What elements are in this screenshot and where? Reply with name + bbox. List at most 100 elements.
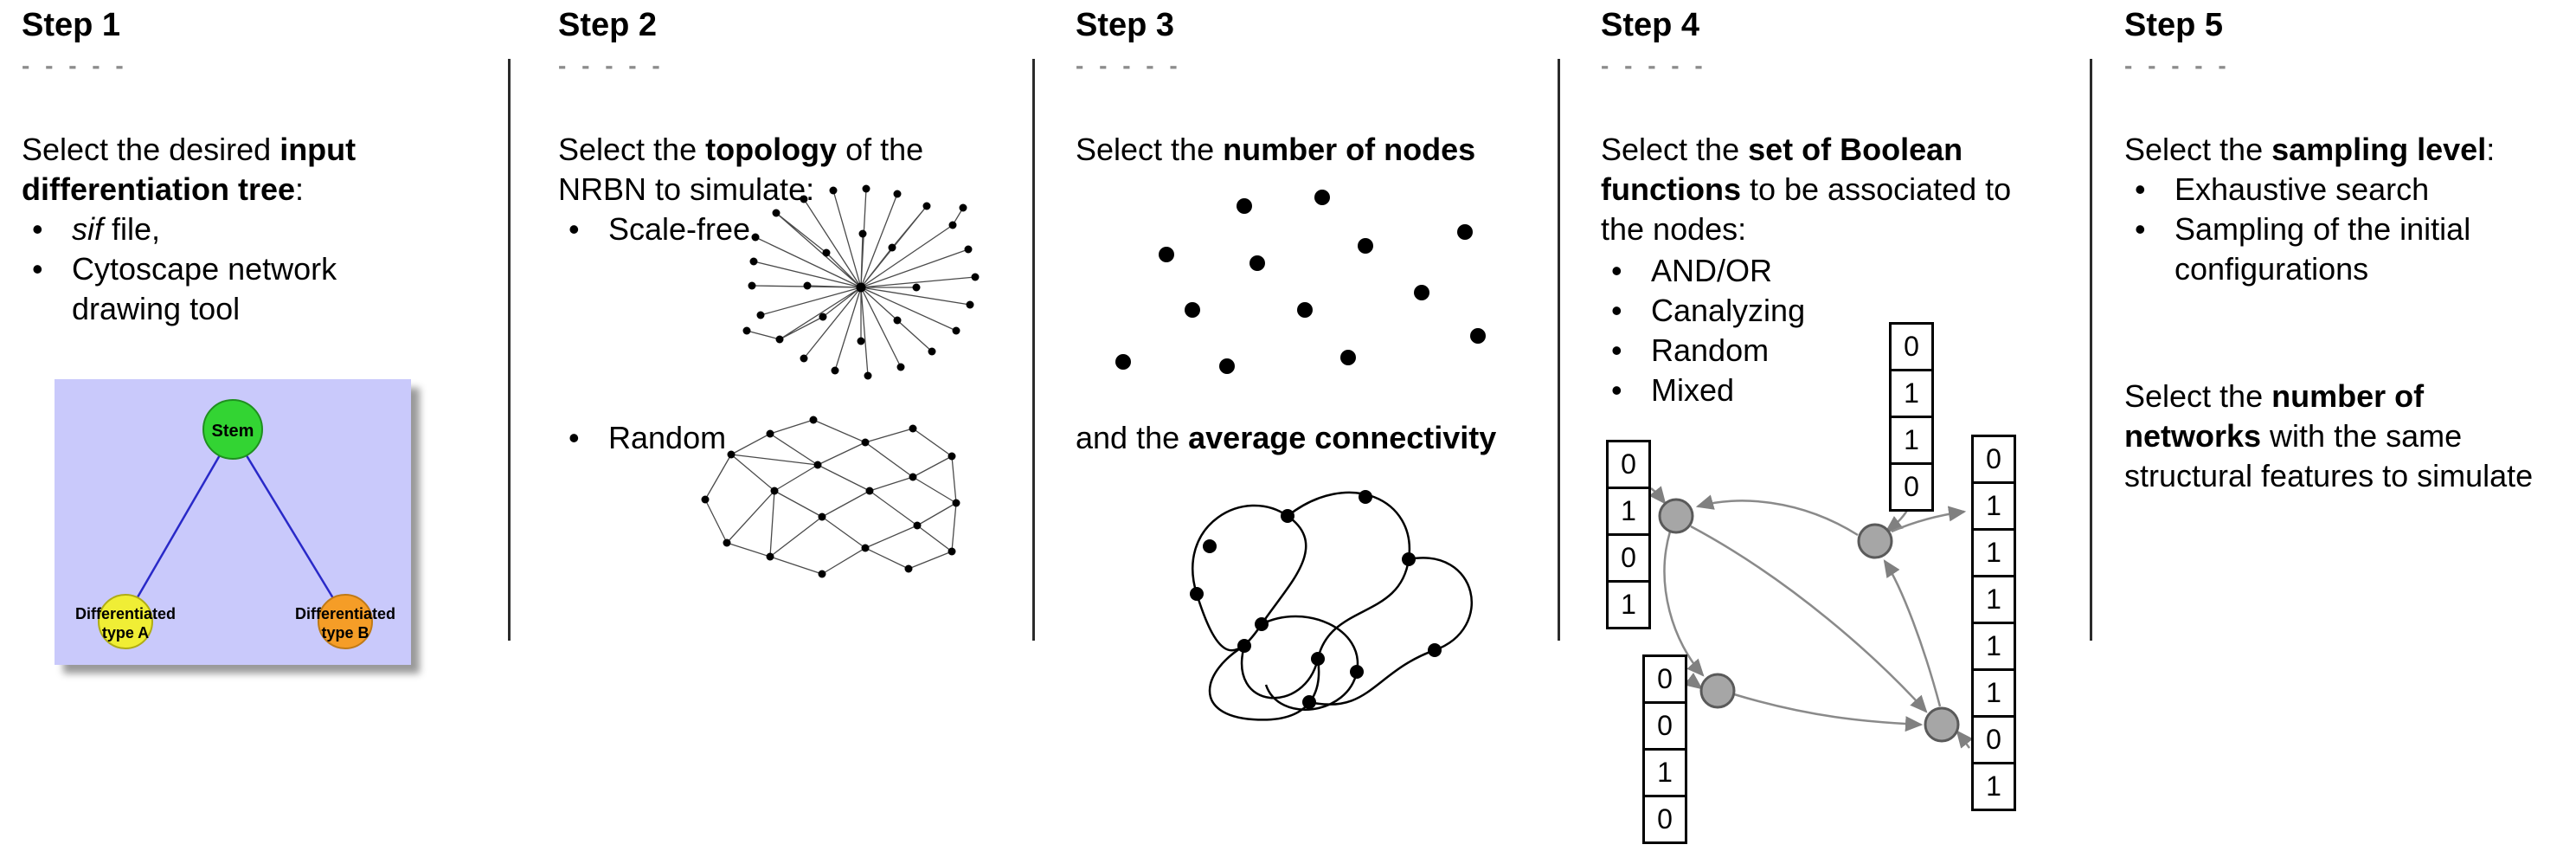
list-item-text: Random: [1651, 332, 1770, 368]
bullet-marker: •: [569, 211, 580, 247]
type-a-label-line1: Differentiated: [75, 605, 176, 622]
truth-table-cell: 0: [1606, 533, 1651, 583]
list-item: • Exhaustive search: [2124, 170, 2561, 210]
bullet-marker: •: [32, 211, 43, 247]
stem-label: Stem: [212, 422, 254, 441]
text: Select the: [558, 132, 706, 167]
truth-table-cell: 0: [1606, 440, 1651, 489]
text-italic: sif: [72, 211, 103, 247]
text-bold: number of nodes: [1223, 132, 1476, 167]
text: with the same structural features to sim…: [2124, 418, 2534, 493]
truth-table-cell: 1: [1642, 748, 1687, 797]
list-item-text: Exhaustive search: [2175, 171, 2430, 207]
bullet-marker: •: [1611, 372, 1622, 408]
list-item-text: Sampling of the initial configurations: [2175, 211, 2471, 287]
truth-table-cell: 0: [1971, 715, 2016, 764]
truth-table-cell: 0: [1889, 322, 1934, 371]
truth-table-cell: 1: [1971, 575, 2016, 624]
bullet-marker: •: [1611, 332, 1622, 368]
type-b-label-line1: Differentiated: [295, 605, 395, 622]
step-4-title: Step 4: [1601, 7, 1700, 43]
step-5-column: Step 5 - - - - - Select the sampling lev…: [2124, 0, 2567, 851]
text-bold: input differentiation tree: [22, 132, 357, 207]
differentiation-tree-svg: Stem Differentiated type A Differentiate…: [75, 399, 395, 649]
type-b-label-line2: type B: [321, 624, 369, 641]
differentiation-tree-illustration: Stem Differentiated type A Differentiate…: [55, 379, 411, 665]
bullet-marker: •: [2135, 211, 2146, 247]
list-item-text: AND/OR: [1651, 253, 1773, 288]
type-a-node: [98, 594, 153, 649]
truth-table-cell: 0: [1642, 654, 1687, 704]
list-item-text: Scale-free: [608, 211, 751, 247]
boolean-function-options: • AND/OR • Canalyzing • Random • Mixed: [1601, 251, 1886, 410]
step-4-column: Step 4 - - - - - Select the set of Boole…: [1601, 0, 2085, 851]
truth-table-cell: 1: [1889, 369, 1934, 418]
tree-edges: [124, 432, 347, 619]
type-a-label-line2: type A: [102, 624, 149, 641]
truth-table-cell: 1: [1606, 487, 1651, 536]
bullet-marker: •: [32, 251, 43, 287]
step-5-title: Step 5: [2124, 7, 2224, 43]
boolean-network-edges: [1648, 486, 1974, 749]
text-bold: topology: [705, 132, 838, 167]
dashed-separator: - - - - -: [1601, 52, 1707, 79]
truth-table-cell: 1: [1971, 622, 2016, 671]
stem-node: [202, 399, 263, 460]
text: file,: [103, 211, 161, 247]
list-item: • sif file,: [22, 210, 394, 249]
list-item: • Random: [1601, 331, 1886, 371]
truth-table-cell: 0: [1642, 701, 1687, 751]
list-item: • AND/OR: [1601, 251, 1886, 291]
network-nodes: [742, 184, 980, 380]
step-1-instruction: Select the desired input differentiation…: [22, 130, 504, 210]
boolean-network-illustration: [1648, 486, 1974, 749]
dashed-separator: - - - - -: [22, 52, 128, 79]
truth-table-cell: 0: [1642, 795, 1687, 844]
bullet-marker: •: [1611, 253, 1622, 288]
text: and the: [1076, 420, 1189, 455]
dashed-separator: - - - - -: [1076, 52, 1182, 79]
text: :: [295, 171, 305, 207]
dashed-separator: - - - - -: [558, 52, 665, 79]
list-item-text: sif file,: [72, 210, 394, 249]
step-1-column: Step 1 - - - - - Select the desired inpu…: [22, 0, 504, 851]
tangle-dots: [1190, 490, 1442, 709]
truth-table-cell: 0: [1971, 435, 2016, 484]
connectivity-tangle-illustration: [1190, 490, 1473, 721]
list-item-text: Canalyzing: [1651, 293, 1806, 328]
list-item: • Scale-free: [558, 210, 835, 249]
truth-table-cell: 1: [1889, 416, 1934, 465]
scale-free-network-illustration: [742, 184, 980, 380]
text: Select the desired: [22, 132, 280, 167]
network-nodes: [701, 416, 960, 578]
text: Select the: [1601, 132, 1749, 167]
text: Select the: [1076, 132, 1224, 167]
column-divider: [1558, 59, 1560, 641]
text-bold: number of networks: [2124, 378, 2425, 454]
step-3-instruction-nodes: Select the number of nodes: [1076, 130, 1550, 170]
step-1-options: • sif file, • Cytoscape network drawing …: [22, 210, 394, 329]
list-item-text: Mixed: [1651, 372, 1735, 408]
dashed-separator: - - - - -: [2124, 52, 2231, 79]
text: to be associated to the nodes:: [1601, 171, 2012, 247]
topology-option-random: • Random: [558, 418, 835, 458]
truth-table-cell: 1: [1971, 481, 2016, 531]
step-3-instruction-connectivity: and the average connectivity: [1076, 418, 1550, 458]
truth-table-cell: 1: [1971, 668, 2016, 718]
text: of the NRBN to simulate:: [558, 132, 924, 207]
random-network-illustration: [701, 416, 960, 578]
list-item: • Mixed: [1601, 371, 1886, 410]
text: Select the: [2124, 378, 2272, 414]
list-item: • Random: [558, 418, 835, 458]
step-5-instruction-networks: Select the number of networks with the s…: [2124, 377, 2561, 496]
truth-table-cell: 1: [1971, 528, 2016, 577]
text-bold: set of Boolean functions: [1601, 132, 1963, 207]
text: Select the: [2124, 132, 2272, 167]
boolean-network-nodes: [1658, 498, 1960, 743]
bullet-marker: •: [1611, 293, 1622, 328]
step-2-column: Step 2 - - - - - Select the topology of …: [558, 0, 1025, 851]
text-bold: sampling level: [2271, 132, 2487, 167]
